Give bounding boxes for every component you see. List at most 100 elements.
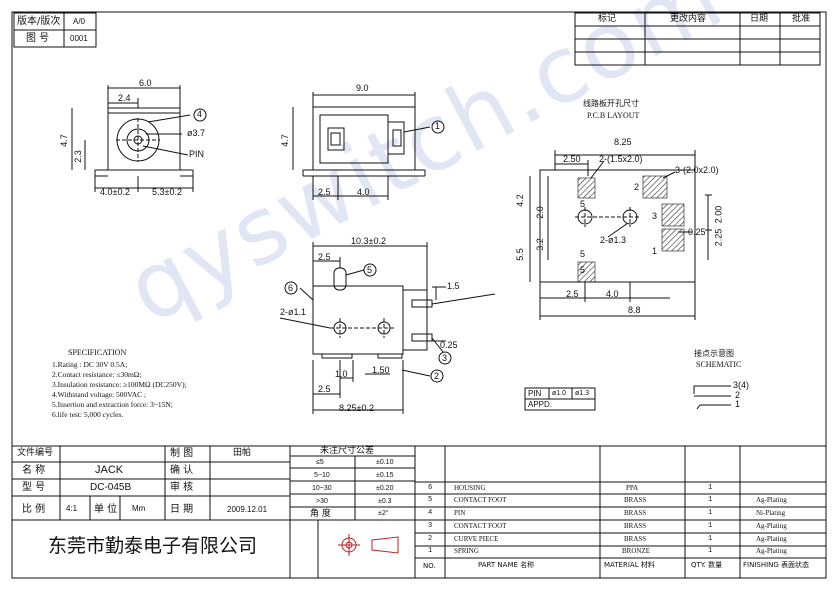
tol-range-1: ≤5 — [316, 459, 324, 466]
pcb-pads — [577, 175, 685, 283]
pcb-dim-left-b: 2.0 — [534, 206, 545, 219]
schematic-drawing — [693, 385, 731, 410]
pcb-pad-label-a: 2-(1.5x2.0) — [599, 154, 643, 164]
part-no-4: 4 — [428, 509, 433, 517]
tol-value-5: ±2° — [378, 510, 389, 517]
part-material-5: BRASS — [624, 496, 647, 504]
front-pin-label: PIN — [189, 149, 205, 159]
pcb-layout — [529, 150, 712, 320]
title-block-lines — [12, 445, 826, 578]
front-hole-dia: ø3.7 — [187, 128, 206, 138]
part-finish-3: Ag-Plating — [756, 522, 787, 530]
pcb-title-en: P.C.B LAYOUT — [587, 111, 640, 120]
schematic-title-en: SCHEMATIC — [696, 360, 742, 369]
part-material-4: BRASS — [624, 509, 647, 517]
revision-col-content: 更改内容 — [670, 14, 707, 24]
model-label: 型 号 — [22, 482, 46, 493]
parts-header-material: MATERIAL 材料 — [604, 561, 655, 569]
front-dim-lower: 2.3 — [72, 150, 83, 163]
projection-symbol — [338, 534, 399, 556]
bottom-dim-a: 1.0 — [335, 369, 348, 379]
part-material-2: BRASS — [624, 535, 647, 543]
date-value: 2009.12.01 — [227, 505, 268, 514]
pcb-pin-1: 1 — [652, 246, 658, 256]
confirm-label: 确 认 — [170, 465, 194, 476]
scale-value: 4:1 — [66, 504, 78, 513]
part-finish-2: Ag-Plating — [756, 535, 787, 543]
part-name-1: SPRING — [454, 547, 479, 555]
part-qty-1: 1 — [708, 547, 713, 555]
part-name-6: HOUSING — [454, 484, 486, 492]
side-dim-b: 4.0 — [357, 187, 370, 197]
part-qty-5: 1 — [708, 496, 713, 504]
bottom-dim-right: 1.5 — [447, 281, 460, 291]
pcb-pin-5b: 5 — [580, 249, 586, 259]
pcb-pin-3: 3 — [652, 211, 658, 221]
pcb-title-cn: 线路板开孔尺寸 — [583, 99, 639, 108]
bottom-balloon-5: 5 — [367, 265, 373, 275]
pin-table-dia-1: ø1.0 — [552, 390, 567, 397]
pcb-dim-right-c: 0.25 — [688, 227, 706, 237]
pin-table-pin: PIN — [528, 389, 542, 398]
part-no-2: 2 — [428, 535, 433, 543]
side-dim-height: 4.7 — [279, 134, 290, 147]
spec-line-1: 1.Rating : DC 30V 0.5A; — [52, 360, 128, 369]
pcb-dim-left-a: 4.2 — [514, 194, 525, 207]
parts-header-name: PART NAME 名称 — [478, 561, 535, 569]
scale-label: 比 例 — [22, 504, 46, 515]
spec-line-3: 3.Insulation resistance: ≥100MΩ (DC250V)… — [52, 380, 187, 389]
drawing-no-label: 图 号 — [26, 33, 50, 44]
side-balloon-1: 1 — [435, 121, 441, 131]
side-dim-a: 2.5 — [318, 187, 331, 197]
front-dim-left-bottom: 4.0±0.2 — [100, 187, 130, 197]
tol-range-4: >30 — [316, 498, 328, 505]
schematic-title-cn: 接点示意图 — [694, 349, 734, 358]
schematic-pin-2: 2 — [735, 390, 741, 400]
name-label: 名 称 — [22, 465, 46, 476]
pcb-pin-2: 2 — [634, 182, 640, 192]
parts-header-finishing: FINISHING 表面状态 — [743, 561, 810, 569]
bottom-hole-label: 2-ø1.1 — [280, 307, 307, 317]
pcb-pin-5a: 5 — [580, 199, 586, 209]
front-view — [71, 85, 207, 192]
part-finish-4: Ni-Plating — [756, 509, 786, 517]
draw-label: 制 图 — [170, 448, 194, 459]
version-value: A/0 — [73, 17, 86, 26]
part-material-3: BRASS — [624, 522, 647, 530]
bottom-view — [279, 242, 496, 414]
bottom-dim-length: 10.3±0.2 — [351, 236, 386, 246]
part-finish-5: Ag-Plating — [756, 496, 787, 504]
revision-col-mark: 标记 — [598, 14, 617, 24]
part-no-5: 5 — [428, 496, 433, 504]
pcb-dim-right-a: 2.00 — [713, 205, 724, 224]
front-dim-right-bottom: 5.3±0.2 — [152, 187, 182, 197]
pcb-pin-5c: 5 — [580, 265, 586, 275]
date-label: 日 期 — [170, 504, 194, 515]
pcb-dim-bottom-b: 4.0 — [606, 289, 619, 299]
part-qty-6: 1 — [708, 484, 713, 492]
part-name-3: CONTACT FOOT — [454, 522, 507, 530]
bottom-balloon-2: 2 — [434, 371, 440, 381]
bottom-balloon-6: 6 — [288, 283, 294, 293]
side-dim-length: 9.0 — [356, 83, 369, 93]
front-dim-height: 4.7 — [58, 134, 69, 147]
spec-line-5: 5.Insertion and extraction force: 3~15N; — [52, 400, 173, 409]
tolerance-title: 未注尺寸公差 — [320, 446, 375, 456]
spec-line-4: 4.Withstand voltage: 500VAC ; — [52, 390, 147, 399]
front-dim-offset: 2.4 — [118, 93, 131, 103]
pcb-dim-top: 8.25 — [614, 137, 632, 147]
tol-value-2: ±0.15 — [376, 472, 394, 479]
pin-table-appd: APPD. — [528, 400, 553, 409]
spec-line-2: 2.Contact resistance: ≤30mΩ; — [52, 370, 142, 379]
schematic-pin-3: 3(4) — [733, 380, 750, 390]
revision-col-approve: 批准 — [792, 14, 811, 24]
bottom-dim-overall: 8.25±0.2 — [339, 403, 374, 413]
side-view — [292, 92, 445, 200]
part-no-1: 1 — [428, 547, 433, 555]
tol-range-3: 10~30 — [312, 485, 332, 492]
review-label: 审 核 — [170, 482, 194, 493]
bottom-balloon-3: 3 — [442, 353, 448, 363]
revision-col-date: 日期 — [750, 14, 769, 24]
part-name-4: PIN — [454, 509, 466, 517]
